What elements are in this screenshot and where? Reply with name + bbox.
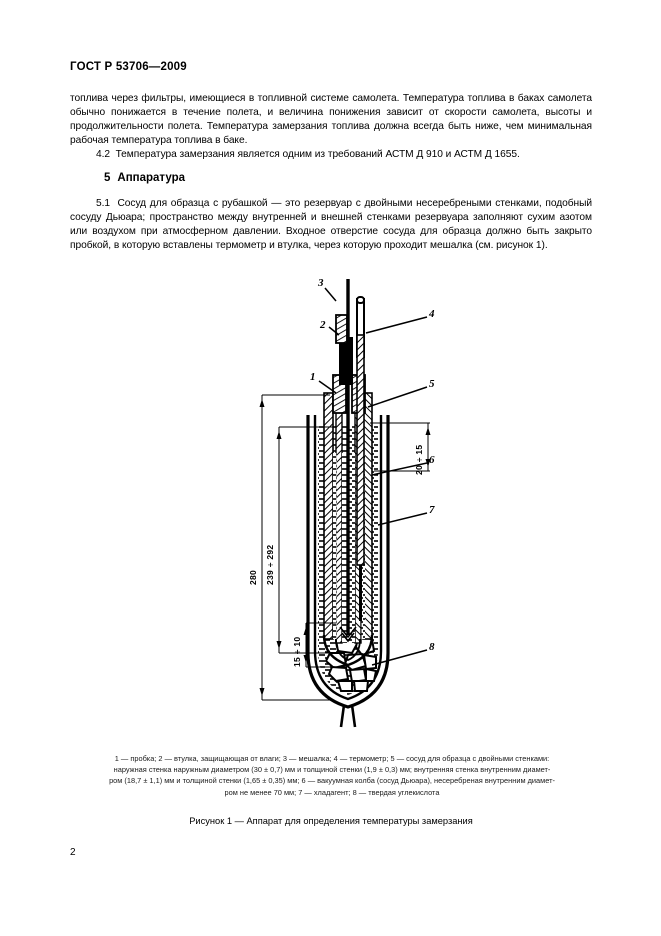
paragraph-text: Температура замерзания является одним из… [115,149,520,160]
dewar-spout [339,704,357,728]
dewar-outer-wall [306,415,390,709]
jacket-gas-left [333,453,337,639]
stopper-body [339,337,353,385]
sample-vessel-bottom [322,634,374,667]
callout-5: 5 [429,378,435,390]
dimension-label-280: 280 [248,569,258,585]
figure-title: Рисунок 1 — Аппарат для определения темп… [189,816,473,826]
caption-line-3: ром (18,7 ± 1,1) мм и толщиной стенки (1… [109,776,555,786]
thermometer-top-cap [356,296,365,304]
callout-6: 6 [429,454,435,466]
sample-vessel-inner-bottom [335,638,361,661]
callout-7: 7 [429,504,435,516]
page-number: 2 [70,847,76,858]
dimension-label-239-292: 239 ÷ 292 [265,544,275,585]
dimension-239-292 [276,426,334,654]
dewar-inner-wall [313,415,383,701]
clause-number: 5.1 [96,198,111,209]
callout-2: 2 [320,319,326,331]
dimension-280 [259,394,332,701]
dimension-15-10 [303,622,340,668]
figure-caption: 1 — пробка; 2 — втулка, защищающая от вл… [74,753,590,798]
stirrer-paddle [339,626,357,643]
figure-apparatus-diagram: 3 2 1 4 5 6 7 8 280 239 ÷ 292 15 ÷ 10 20… [0,275,661,745]
section-heading-5: 5 Аппаратура [104,172,185,184]
bushing-moisture-guard [335,314,348,344]
section-number: 5 [104,172,111,184]
thermometer-stem [356,334,365,566]
section-title: Аппаратура [117,172,186,184]
leader-lines [318,287,428,666]
callout-1: 1 [310,371,316,383]
paragraph-4-2: 4.2 Температура замерзания является одни… [70,148,592,162]
caption-line-4: ром не менее 70 мм; 7 — хладагент; 8 — т… [224,787,440,797]
paragraph-continuation: топлива через фильтры, имеющиеся в топли… [70,92,592,148]
dimension-label-15-10: 15 ÷ 10 [292,636,302,667]
apparatus-svg [259,279,431,728]
dimension-label-20-15: 20 ÷ 15 [414,444,424,475]
dimension-20-15 [370,422,431,472]
caption-line-1: 1 — пробка; 2 — втулка, защищающая от вл… [114,754,550,763]
paragraph-text: Сосуд для образца с рубашкой — это резер… [70,198,592,252]
sample-vessel-outer-wall-left [323,392,334,640]
paragraph-text: топлива через фильтры, имеющиеся в топли… [70,93,592,147]
sample-vessel-inner-wall-left [335,392,343,644]
clause-number: 4.2 [96,149,111,160]
caption-line-2: наружная стенка наружным диаметром (30 ±… [113,765,551,775]
document-header: ГОСТ Р 53706—2009 [70,61,187,73]
callout-3: 3 [318,277,324,289]
callout-4: 4 [429,308,435,320]
paragraph-5-1: 5.1 Сосуд для образца с рубашкой — это р… [70,197,592,253]
callout-8: 8 [429,641,435,653]
